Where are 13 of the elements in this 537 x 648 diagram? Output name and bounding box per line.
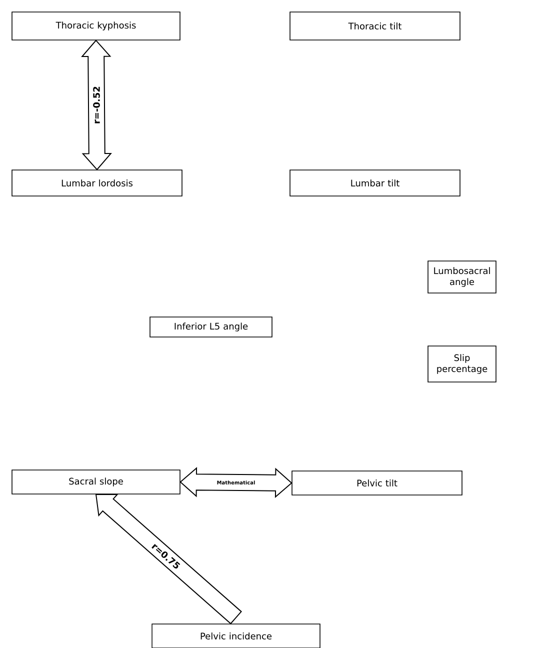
block-arrow [180, 467, 292, 498]
label-box: Inferior L5 angle [150, 316, 272, 338]
label-box: Pelvic tilt [292, 470, 462, 496]
block-arrow [95, 494, 242, 624]
label-box: Pelvic incidence [152, 624, 320, 648]
label-box: Thoracic tilt [290, 12, 460, 40]
label-box: Lumbar lordosis [12, 170, 182, 196]
label-box: Sacral slope [12, 470, 180, 494]
label-box: Lumbosacral angle [428, 260, 496, 294]
label-box: Thoracic kyphosis [12, 12, 180, 40]
edge-label: r=-0.52 [93, 86, 100, 124]
label-box: Lumbar tilt [290, 170, 460, 196]
label-box: Slip percentage [428, 346, 496, 382]
